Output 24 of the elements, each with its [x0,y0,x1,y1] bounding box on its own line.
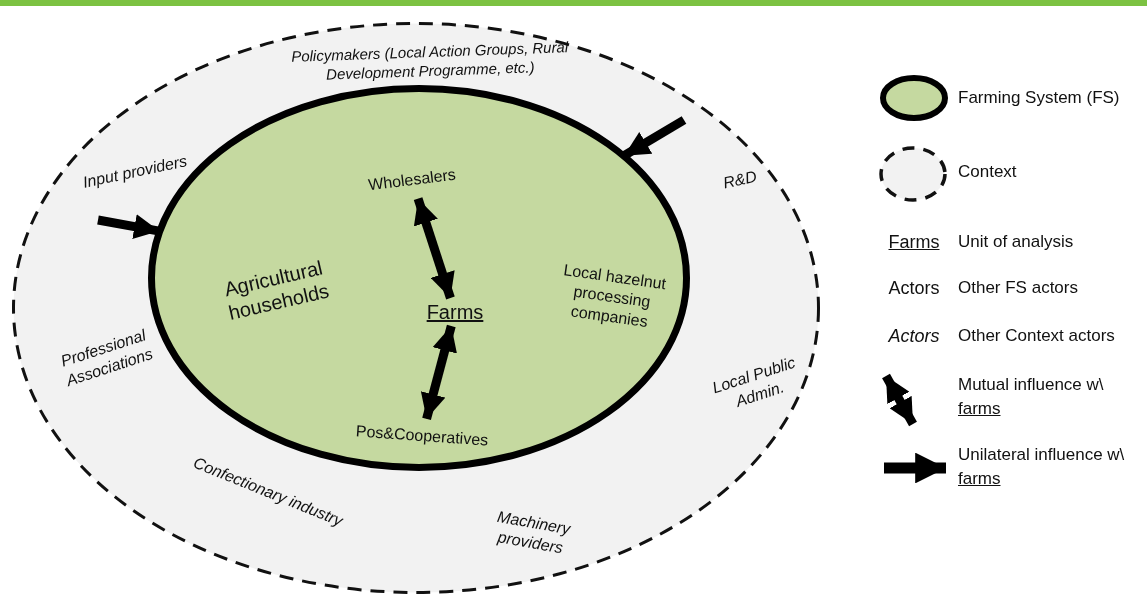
actor-label: Local hazelnut processing companies [561,260,669,333]
unit-label: Farms [423,300,487,324]
legend-text: Other FS actors [958,277,1079,299]
legend-text: Unit of analysis [958,231,1075,253]
double-arrow [420,324,457,420]
arrow [97,214,161,239]
arrow [621,116,687,160]
context-actor-label: Policymakers (Local Action Groups, Rural Development Programme, etc.) [289,37,570,85]
context-actor-label: Local Public Admin. [709,352,799,412]
context-ellipse [12,22,820,594]
legend-text: Other Context actors [958,325,1116,347]
actor-label: Wholesalers [356,163,468,197]
legend-sample-text: Actors [887,277,941,299]
legend-text: Mutual influence w\ farms [958,374,1105,420]
double-arrow [413,197,455,300]
legend-text: Context [958,161,1018,183]
context-actor-label: Machinery providers [495,506,573,559]
legend-sample-text: Farms [887,231,941,253]
legend-sample-text: Actors [887,325,941,347]
actor-label: Pos&Cooperatives [346,420,498,452]
context-actor-label: R&D [720,166,760,194]
legend-text: Farming System (FS) [958,87,1121,109]
context-actor-label: Input providers [80,151,190,193]
legend-text: Unilateral influence w\ farms [958,444,1126,490]
